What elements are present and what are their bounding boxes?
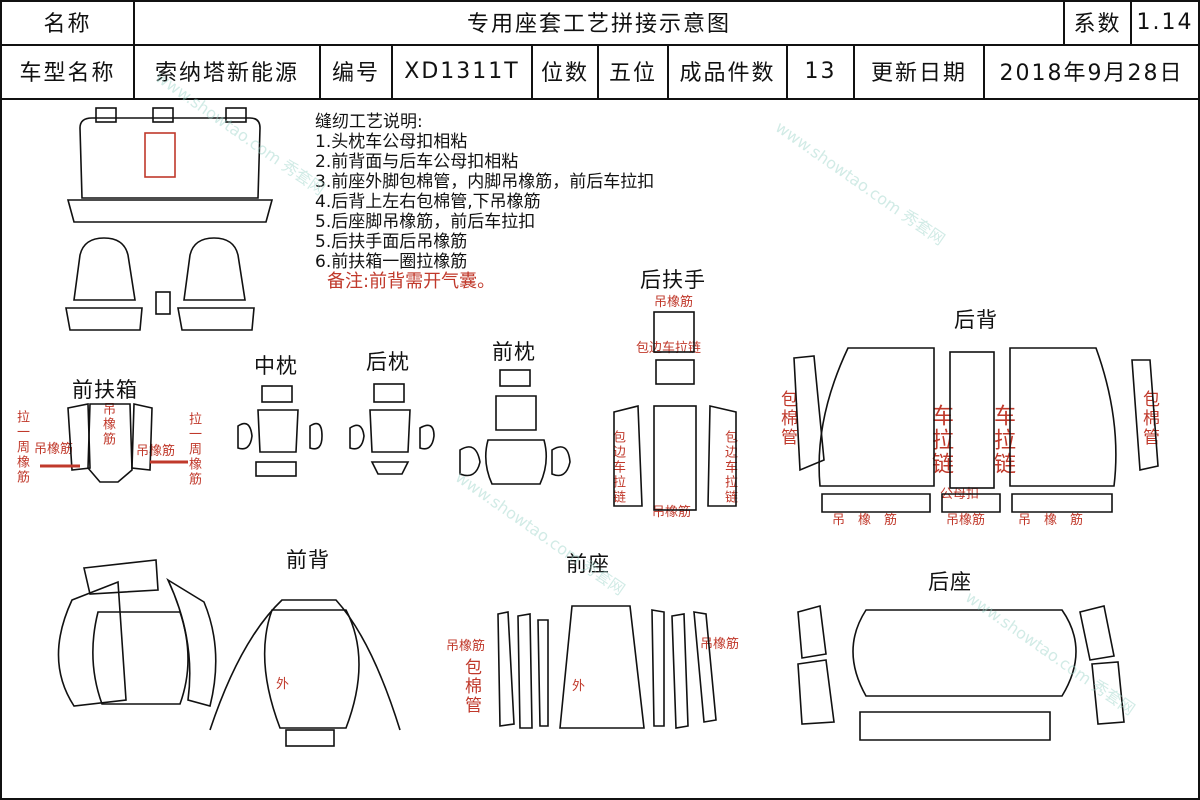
front-back-pieces: [57, 559, 401, 747]
notes-item: 2.前背面与后车公母扣相粘: [315, 152, 519, 172]
section-rear-back: 后背: [954, 308, 998, 332]
annotation-hang-elastic-back-right: 吊 橡 筋: [1018, 513, 1084, 528]
model-label: 车型名称: [2, 44, 135, 98]
front-armrest-pieces: [40, 403, 188, 483]
front-pillow-pieces: [459, 369, 571, 485]
annotation-outer-front-back: 外: [276, 677, 290, 692]
notes-heading: 缝纫工艺说明:: [315, 112, 423, 132]
annotation-pull-around-left: 拉一周橡筋: [14, 409, 29, 485]
notes-remark: 备注:前背需开气囊。: [327, 271, 496, 292]
rear-seat-pieces: [797, 604, 1125, 741]
front-seat-pieces: [497, 605, 717, 729]
rear-bench-overview: [66, 107, 274, 223]
name-label: 名称: [2, 0, 135, 44]
section-rear-armrest: 后扶手: [640, 268, 706, 292]
date-label: 更新日期: [855, 44, 985, 98]
section-front-pillow: 前枕: [492, 340, 536, 364]
header-row-1: 名称 专用座套工艺拼接示意图 系数 1.14: [2, 0, 1198, 46]
annotation-cotton-tube-seat: 包棉管: [461, 657, 481, 715]
pieces-label: 成品件数: [669, 44, 788, 98]
notes-item: 3.前座外脚包棉管，内脚吊橡筋，前后车拉扣: [315, 172, 655, 192]
coef-value: 1.14: [1136, 9, 1194, 35]
pieces-value: 13: [788, 44, 855, 98]
annotation-hang-elastic-armrest-bottom: 吊橡筋: [652, 505, 692, 520]
seats-label: 位数: [533, 44, 599, 98]
coef-label: 系数: [1065, 0, 1132, 44]
notes-item: 6.前扶箱一圈拉橡筋: [315, 252, 468, 272]
annotation-binding-zip-right: 包边车拉链: [722, 430, 737, 505]
notes-item: 5.后座脚吊橡筋，前后车拉扣: [315, 212, 536, 232]
section-front-armrest: 前扶箱: [72, 378, 138, 402]
annotation-sew-zip-left: 车拉链: [928, 404, 953, 476]
seats-value: 五位: [599, 44, 669, 98]
sewing-notes: 缝纫工艺说明: 1.头枕车公母扣相粘 2.前背面与后车公母扣相粘 3.前座外脚包…: [315, 112, 654, 292]
annotation-cotton-tube-left: 包棉管: [777, 389, 797, 447]
rear-pillow-pieces: [349, 383, 435, 475]
page-title: 专用座套工艺拼接示意图: [135, 0, 1065, 44]
model-value: 索纳塔新能源: [135, 44, 321, 98]
code-value: XD1311T: [393, 44, 533, 98]
rear-back-pieces: [793, 347, 1159, 513]
section-front-back: 前背: [286, 548, 330, 572]
date-value: 2018年9月28日: [999, 61, 1184, 86]
annotation-hang-elastic-armrest: 吊橡筋: [654, 295, 694, 310]
annotation-hang-elastic-left: 吊橡筋: [34, 442, 74, 457]
annotation-outer-front-seat: 外: [572, 679, 586, 694]
annotation-hang-elastic-seat-left: 吊橡筋: [446, 639, 486, 654]
notes-item: 1.头枕车公母扣相粘: [315, 132, 468, 152]
annotation-hang-elastic-back-mid: 吊橡筋: [946, 513, 986, 528]
annotation-hang-elastic-top: 吊橡筋: [100, 401, 115, 447]
section-rear-pillow: 后枕: [366, 350, 410, 374]
section-rear-seat: 后座: [928, 570, 972, 594]
notes-item: 5.后扶手面后吊橡筋: [315, 232, 468, 252]
code-label: 编号: [321, 44, 393, 98]
front-seats-overview: [65, 237, 255, 331]
notes-item: 4.后背上左右包棉管,下吊橡筋: [315, 192, 541, 212]
annotation-hang-elastic-back-left: 吊 橡 筋: [832, 513, 898, 528]
rear-armrest-pieces: [613, 311, 737, 511]
middle-pillow-pieces: [237, 385, 323, 477]
section-middle-pillow: 中枕: [254, 354, 298, 378]
annotation-hang-elastic-right: 吊橡筋: [136, 444, 176, 459]
header-row-2: 车型名称 索纳塔新能源 编号 XD1311T 位数 五位 成品件数 13 更新日…: [2, 44, 1198, 100]
annotation-pull-around-right: 拉一周橡筋: [186, 411, 201, 487]
section-front-seat: 前座: [566, 552, 610, 576]
